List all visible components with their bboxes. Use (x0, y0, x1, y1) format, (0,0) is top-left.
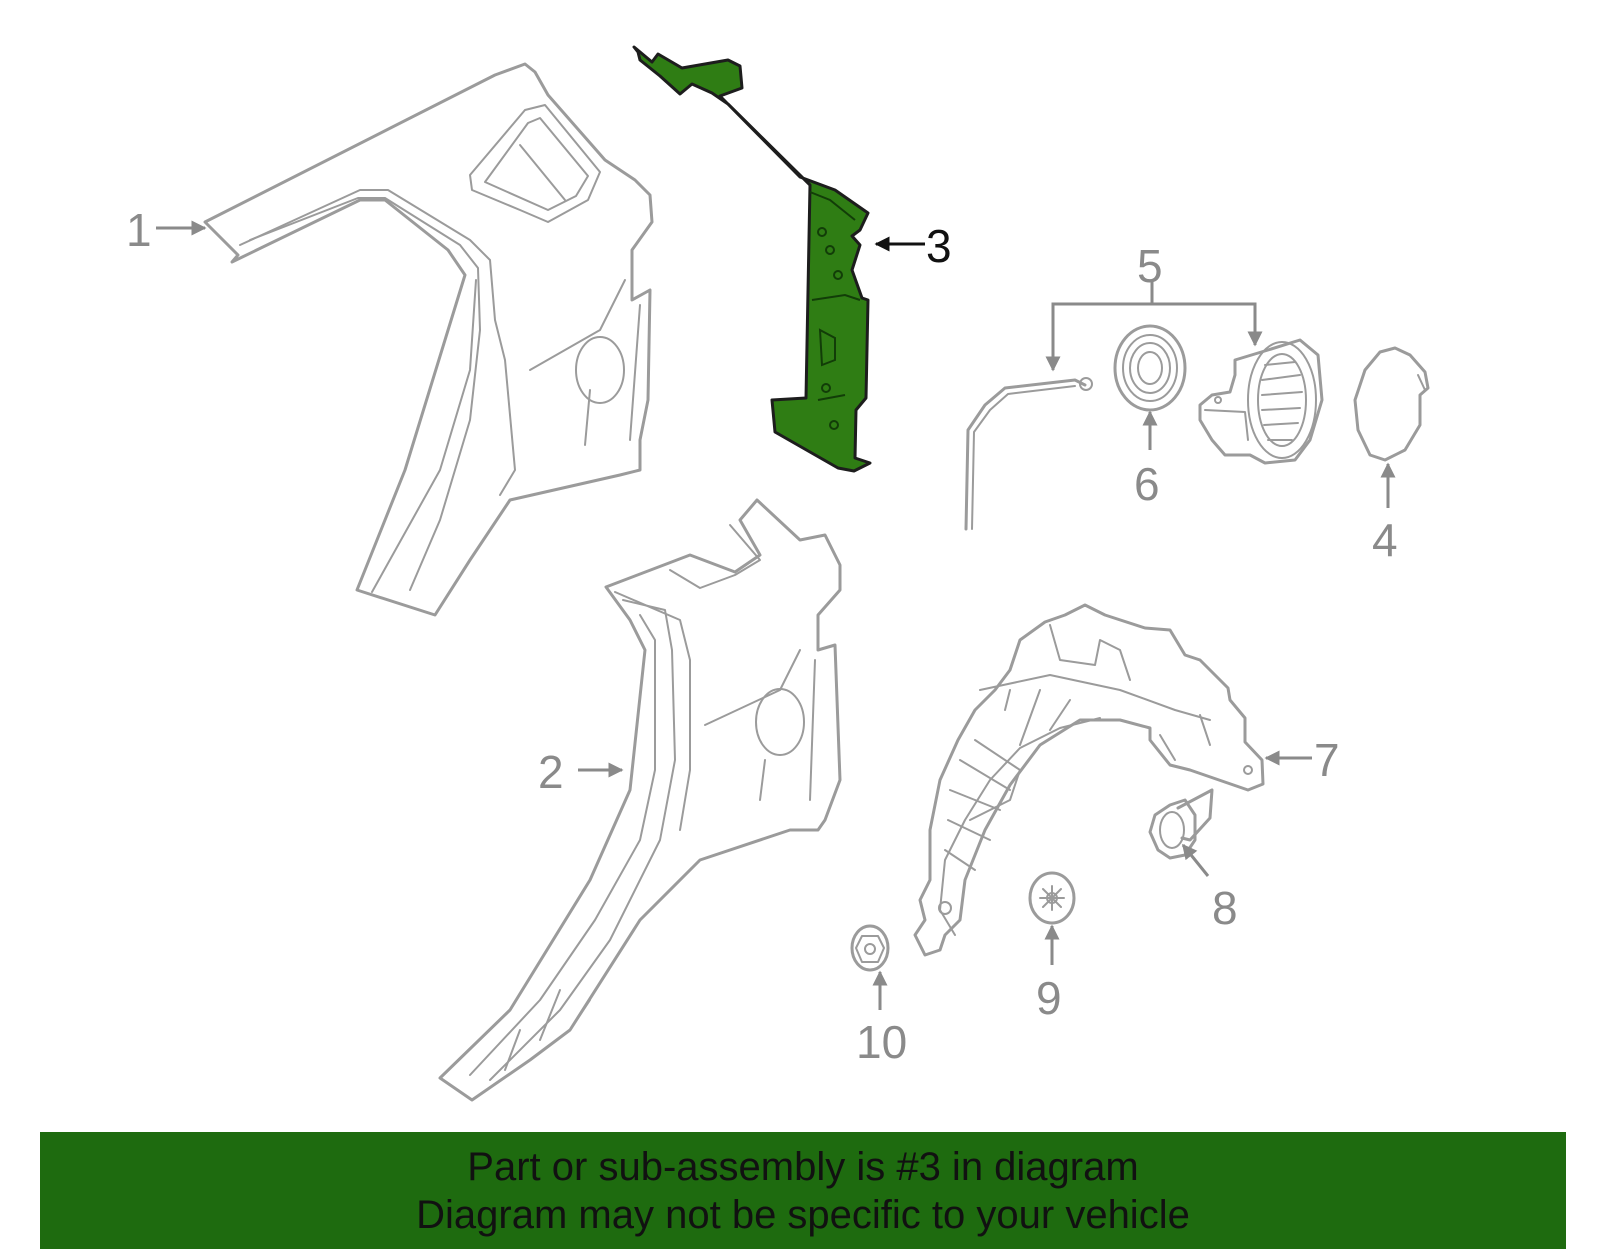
callout-9: 9 (1036, 972, 1062, 1024)
part-10-nut[interactable] (850, 924, 890, 972)
part-8-clip[interactable] (1148, 788, 1214, 860)
callout-7: 7 (1314, 734, 1340, 786)
callout-2: 2 (538, 746, 564, 798)
callout-1: 1 (126, 204, 152, 256)
part-7-wheelhouse-liner[interactable] (913, 603, 1265, 957)
callout-3: 3 (926, 220, 952, 272)
part-2-inner-quarter-panel[interactable] (438, 498, 842, 1102)
part-1-quarter-panel[interactable] (203, 62, 654, 617)
callout-8: 8 (1212, 882, 1238, 934)
part-6-grommet[interactable] (1113, 324, 1187, 412)
part-5-fuel-filler-housing[interactable] (1198, 338, 1324, 465)
part-9-plug[interactable] (1028, 871, 1076, 925)
info-banner: Part or sub-assembly is #3 in diagram Di… (40, 1132, 1566, 1249)
part-5-fuel-filler-tube[interactable] (964, 377, 1093, 531)
callout-4: 4 (1372, 514, 1398, 566)
callout-5: 5 (1137, 240, 1163, 292)
callout-10: 10 (856, 1016, 907, 1068)
banner-line-2: Diagram may not be specific to your vehi… (416, 1192, 1190, 1237)
part-4-fuel-door[interactable] (1353, 346, 1430, 462)
callout-leaders (156, 220, 1396, 1010)
callout-6: 6 (1134, 458, 1160, 510)
part-3-pillar-highlighted[interactable] (632, 45, 872, 473)
banner-line-1: Part or sub-assembly is #3 in diagram (467, 1144, 1139, 1189)
